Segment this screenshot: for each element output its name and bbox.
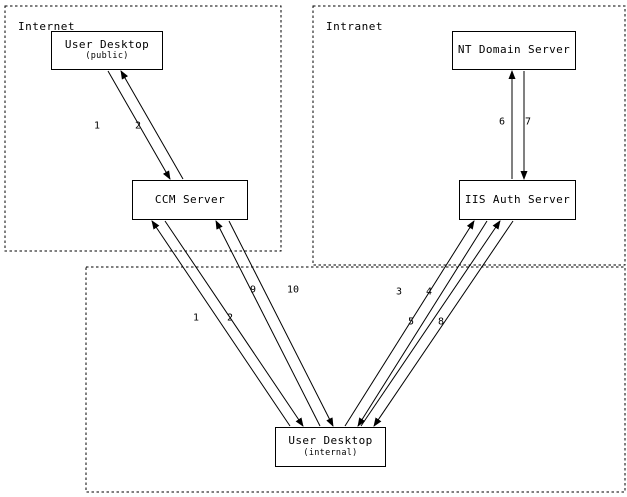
edge-10-ccm-to-desktop-internal-label: 10 [286,284,300,296]
edge-8-iis-to-desktop-internal [373,220,514,427]
edge-9-desktop-internal-to-ccm [215,220,321,427]
edge-9-desktop-internal-to-ccm-label: 9 [249,284,257,296]
zone-boundary-intranet [312,5,626,266]
edge-2-ccm-to-desktop-public [120,70,184,180]
edge-2-ccm-to-desktop-public-label: 2 [134,120,142,132]
edge-10-ccm-to-desktop-internal [228,220,334,427]
node-user-desktop-internal-title: User Desktop [288,434,373,448]
node-ccm-server-title: CCM Server [154,192,226,206]
zone-label-internet: Internet [18,20,75,33]
edge-3-desktop-internal-to-iis [344,220,475,427]
edge-5-desktop-internal-to-iis [360,220,501,427]
node-iis-auth-server-title: IIS Auth Server [464,192,571,206]
node-iis-auth-server[interactable]: IIS Auth Server [459,180,576,220]
edge-6-iis-to-nt-domain-label: 6 [498,116,506,128]
edge-1-desktop-internal-to-ccm [151,220,291,427]
edge-3-desktop-internal-to-iis-label: 3 [395,286,403,298]
node-user-desktop-public-title: User Desktop [64,37,150,51]
edge-4-iis-to-desktop-internal-label: 4 [425,286,433,298]
node-user-desktop-internal-subtitle: (internal) [303,447,358,458]
edge-1-desktop-internal-to-ccm-label: 1 [192,312,200,324]
edge-4-iis-to-desktop-internal [357,220,488,427]
node-nt-domain-server-title: NT Domain Server [457,43,571,57]
node-user-desktop-public-subtitle: (public) [85,51,129,62]
edge-7-nt-domain-to-iis-label: 7 [524,116,532,128]
edge-1-desktop-public-to-ccm-label: 1 [93,120,101,132]
zone-boundaries [4,5,626,493]
edge-2-ccm-to-desktop-internal-label: 2 [226,312,234,324]
edge-2-ccm-to-desktop-internal [164,220,304,427]
node-user-desktop-internal[interactable]: User Desktop(internal) [275,427,386,467]
zone-boundary-internal-network [85,266,626,493]
node-ccm-server[interactable]: CCM Server [132,180,248,220]
edge-connectors [107,70,528,427]
zone-label-intranet: Intranet [326,20,383,33]
edge-5-desktop-internal-to-iis-label: 5 [407,316,415,328]
edge-8-iis-to-desktop-internal-label: 8 [437,316,445,328]
edge-1-desktop-public-to-ccm [107,70,171,180]
node-nt-domain-server[interactable]: NT Domain Server [452,31,576,70]
node-user-desktop-public[interactable]: User Desktop(public) [51,31,163,70]
